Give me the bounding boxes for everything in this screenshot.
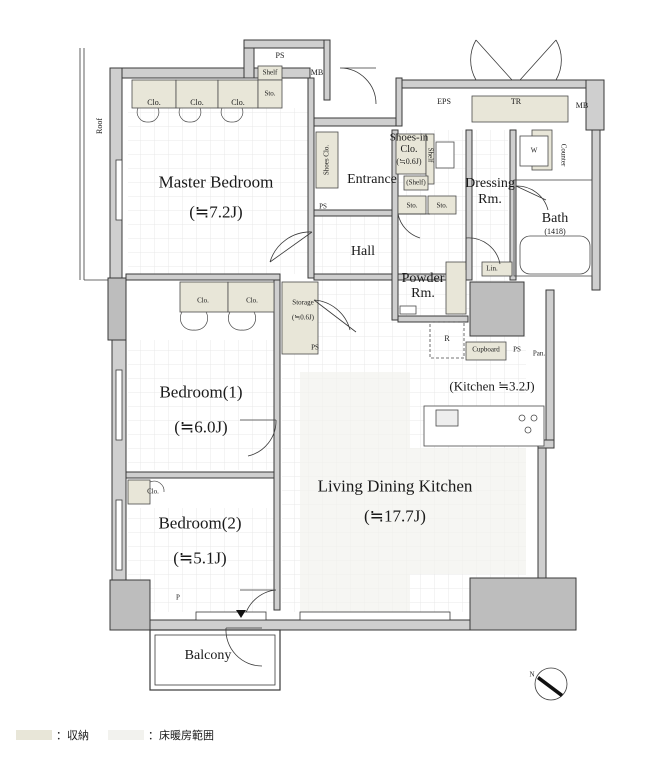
hall-label: Hall <box>350 244 376 259</box>
sto-label-master: Sto. <box>264 89 276 98</box>
storage-size: (≒0.6J) <box>291 313 315 322</box>
mb-label-left: MB <box>310 68 324 77</box>
clo-label-6: Clo. <box>147 487 159 496</box>
clo-label-2: Clo. <box>190 98 204 107</box>
room-doors <box>225 39 562 667</box>
shoes-in-size: (≒0.6J) <box>396 157 422 166</box>
ldk-size: (≒17.7J) <box>364 506 426 526</box>
storage-label: Storage <box>292 298 314 307</box>
clo-label-3: Clo. <box>231 98 245 107</box>
walls <box>107 39 605 631</box>
shoes-in-clo-label: Clo. <box>400 144 418 155</box>
ps-label-storage: PS <box>311 343 319 352</box>
legend-storage-swatch <box>16 730 52 740</box>
ps-label-entrance: PS <box>319 202 327 211</box>
roof-outline <box>79 48 108 281</box>
lin-label: Lin. <box>486 264 498 273</box>
dressing-label: Dressing <box>465 176 515 191</box>
shoes-in-label: Shoes-in <box>389 131 429 144</box>
sto-label-hall-1: Sto. <box>406 201 418 210</box>
bedroom2-label: Bedroom(2) <box>158 513 242 533</box>
master-bedroom-label: Master Bedroom <box>158 172 274 192</box>
kitchen-label: (Kitchen ≒3.2J) <box>449 378 535 394</box>
powder-label: Powder <box>401 271 445 286</box>
eps-label: EPS <box>437 97 451 106</box>
legend-heating-swatch <box>108 730 144 740</box>
w-label: W <box>530 146 538 155</box>
cupboard-label: Cupboard <box>472 345 500 354</box>
pan-label: Pan. <box>532 349 546 358</box>
bath-label: Bath <box>541 211 569 226</box>
powder-label-rm: Rm. <box>411 286 435 301</box>
legend-storage-label: ：収納 <box>56 730 89 742</box>
clo-label-4: Clo. <box>197 296 209 305</box>
p-label: P <box>176 593 180 602</box>
bedroom2-size: (≒5.1J) <box>173 548 227 568</box>
clo-label-1: Clo. <box>147 98 161 107</box>
mb-label-right: MB <box>575 101 589 110</box>
shoes-clo-label: Shoes Clo. <box>322 144 331 176</box>
entrance-label: Entrance <box>347 172 397 187</box>
shelf-label: Shelf <box>262 68 278 77</box>
tr-label: TR <box>510 97 522 106</box>
dressing-label-rm: Rm. <box>478 192 502 207</box>
balcony-label: Balcony <box>184 648 232 663</box>
legend-heating: ：床暖房範囲 <box>108 727 214 743</box>
bedroom1-size: (≒6.0J) <box>174 417 228 437</box>
balcony-area <box>149 629 281 691</box>
storage-areas <box>127 65 569 505</box>
counter-label: Counter <box>559 143 568 167</box>
closet-doors <box>136 107 256 493</box>
roof-label: Roof <box>95 118 104 134</box>
ps-label-top: PS <box>275 51 285 60</box>
bath-size: (1418) <box>544 227 566 236</box>
compass-north-label: N <box>529 670 535 679</box>
windows <box>115 159 451 621</box>
shoes-shelf-label: Shelf <box>426 147 435 163</box>
master-bedroom-size: (≒7.2J) <box>189 202 243 222</box>
entrance-marker <box>236 610 246 618</box>
compass <box>534 667 568 701</box>
ps-label-kitchen: PS <box>513 345 521 354</box>
ldk-label: Living Dining Kitchen <box>317 476 473 496</box>
legend-storage: ：収納 <box>16 727 89 743</box>
shelf-paren-label: (Shelf) <box>406 178 426 187</box>
clo-label-5: Clo. <box>246 296 258 305</box>
r-label: R <box>444 334 450 343</box>
fixtures <box>399 135 593 447</box>
sto-label-hall-2: Sto. <box>436 201 448 210</box>
bedroom1-label: Bedroom(1) <box>159 382 243 402</box>
legend-heating-label: ：床暖房範囲 <box>148 730 214 742</box>
